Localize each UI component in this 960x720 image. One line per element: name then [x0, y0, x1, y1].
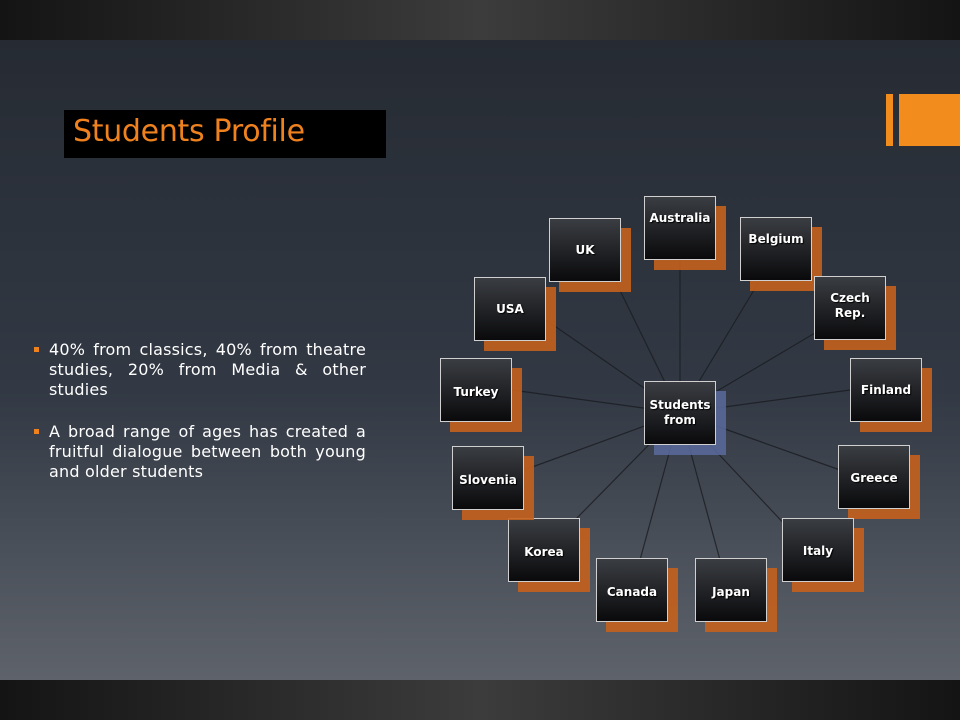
accent-bar-thin: [886, 94, 893, 146]
country-label: USA: [496, 302, 524, 316]
country-label: Korea: [524, 545, 564, 559]
country-node-greece: Greece: [838, 445, 920, 519]
bullet-item: 40% from classics, 40% from theatre stud…: [32, 340, 366, 400]
bullet-list: 40% from classics, 40% from theatre stud…: [32, 340, 366, 504]
country-node-slovenia: Slovenia: [452, 446, 534, 520]
country-node-italy: Italy: [782, 518, 864, 592]
title-box: Students Profile: [64, 110, 386, 158]
country-node-australia: Australia: [644, 196, 726, 270]
country-node-czech-rep: Czech Rep.: [814, 276, 896, 350]
country-label: Australia: [649, 211, 711, 225]
country-label: Japan: [712, 585, 750, 599]
country-label: Belgium: [748, 232, 804, 246]
center-node: Students from: [644, 381, 726, 455]
country-node-japan: Japan: [695, 558, 777, 632]
bottom-band: [0, 680, 960, 720]
accent-bar-thick: [899, 94, 960, 146]
bullet-item: A broad range of ages has created a frui…: [32, 422, 366, 482]
country-node-korea: Korea: [508, 518, 590, 592]
country-label: Canada: [606, 585, 658, 599]
bullet-text: 40% from classics, 40% from theatre stud…: [49, 340, 366, 399]
country-label: UK: [575, 243, 595, 257]
country-label: Turkey: [453, 385, 499, 399]
country-label: Italy: [802, 544, 834, 558]
slide-title: Students Profile: [73, 114, 305, 149]
bullet-text: A broad range of ages has created a frui…: [49, 422, 366, 481]
country-label: Greece: [850, 471, 898, 485]
country-node-canada: Canada: [596, 558, 678, 632]
country-label: Finland: [860, 383, 912, 397]
country-node-usa: USA: [474, 277, 556, 351]
bullet-marker-icon: [34, 429, 39, 434]
bullet-marker-icon: [34, 347, 39, 352]
country-node-turkey: Turkey: [440, 358, 522, 432]
center-node-label: Students from: [649, 398, 711, 427]
country-label: Czech Rep.: [830, 291, 870, 320]
top-band: [0, 0, 960, 40]
country-node-uk: UK: [549, 218, 631, 292]
country-label: Slovenia: [459, 473, 517, 487]
country-node-finland: Finland: [850, 358, 932, 432]
country-node-belgium: Belgium: [740, 217, 822, 291]
